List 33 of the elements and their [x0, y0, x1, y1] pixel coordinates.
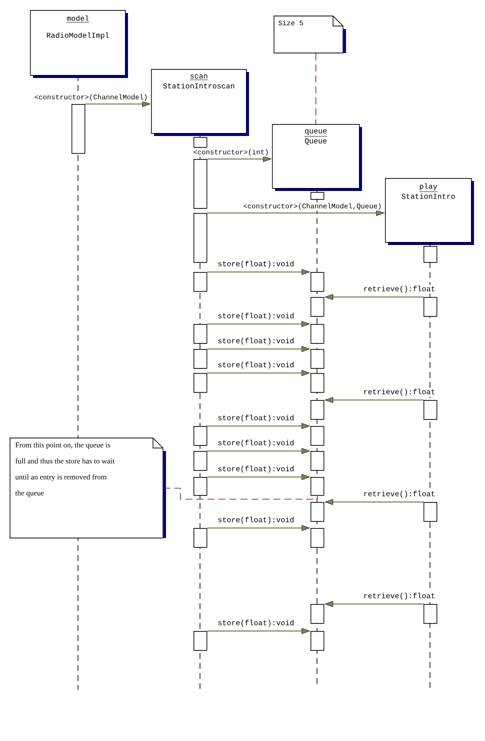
activation-bar — [194, 631, 208, 651]
activation-bar — [424, 604, 438, 624]
activation-bar — [72, 104, 86, 154]
activation-bar — [310, 451, 324, 471]
activation-bar — [310, 604, 324, 624]
activation-bar — [310, 426, 324, 446]
activation-bar — [194, 272, 208, 292]
activation-bar — [194, 528, 208, 548]
activation-bar — [194, 426, 208, 446]
activation-bar — [194, 159, 208, 209]
activation-bar — [424, 297, 438, 317]
activation-bar — [424, 246, 438, 263]
activation-bar — [194, 213, 208, 263]
activation-bar — [424, 400, 438, 420]
activation-bar — [194, 324, 208, 344]
note-connector — [163, 488, 318, 500]
activation-bar — [424, 502, 438, 522]
activation-bar — [310, 272, 324, 292]
activation-bar — [310, 349, 324, 369]
activation-bar — [194, 477, 208, 496]
activation-bar — [310, 192, 324, 200]
activation-bar — [194, 451, 208, 471]
activation-bar — [310, 324, 324, 344]
activation-bar — [194, 137, 208, 148]
activation-bar — [310, 297, 324, 317]
activation-bar — [310, 631, 324, 651]
activation-bar — [310, 528, 324, 548]
activation-bar — [194, 349, 208, 369]
activation-bar — [194, 373, 208, 393]
activation-bar — [310, 400, 324, 420]
activation-bar — [310, 373, 324, 393]
activation-bar — [310, 502, 324, 522]
activation-bar — [310, 477, 324, 496]
